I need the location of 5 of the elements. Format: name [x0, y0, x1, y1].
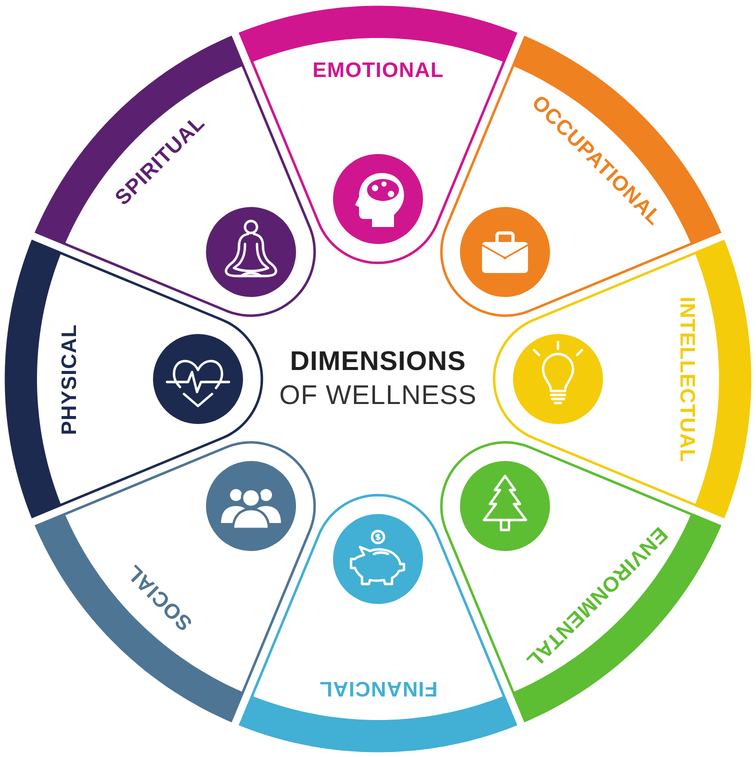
segment-label: FINANCIAL — [318, 678, 438, 698]
segment-label: EMOTIONAL — [312, 60, 444, 80]
segment-label: PHYSICAL — [58, 324, 80, 434]
diagram-title: DIMENSIONS OF WELLNESS — [278, 345, 478, 412]
segment-label: INTELLECTUAL — [676, 296, 698, 462]
